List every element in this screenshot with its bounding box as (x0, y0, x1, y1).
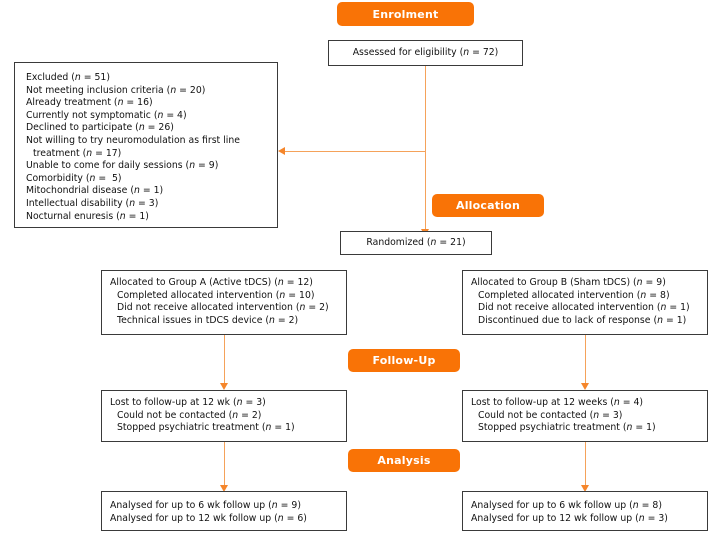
box-assessed-for-eligibility: Assessed for eligibility (n = 72) (328, 40, 523, 66)
allocation-group-a-line: Completed allocated intervention (n = 10… (117, 289, 315, 301)
arrowhead-followup-a (220, 383, 228, 390)
box-analysis-group-b: Analysed for up to 6 wk follow up (n = 8… (462, 491, 708, 531)
allocation-group-a-line: Technical issues in tDCS device (n = 2) (117, 314, 299, 326)
followup-group-b-line: Lost to follow-up at 12 weeks (n = 4) (471, 397, 644, 408)
followup-group-a-line: Lost to follow-up at 12 wk (n = 3) (110, 397, 266, 408)
allocation-group-b-line: Completed allocated intervention (n = 8) (478, 289, 670, 301)
box-analysis-group-a: Analysed for up to 6 wk follow up (n = 9… (101, 491, 347, 531)
stage-banner-followup-label: Follow-Up (372, 354, 436, 367)
analysis-group-b-line: Analysed for up to 6 wk follow up (n = 8… (471, 500, 662, 511)
stage-banner-allocation-label: Allocation (456, 199, 520, 212)
excluded-reason-list: Not meeting inclusion criteria (n = 20) … (26, 85, 266, 224)
box-followup-group-b: Lost to follow-up at 12 weeks (n = 4) Co… (462, 390, 708, 442)
allocation-group-b-line: Allocated to Group B (Sham tDCS) (n = 9) (471, 277, 666, 288)
connector-followup-b-to-analysis-b (585, 442, 586, 487)
excluded-reason-item: Unable to come for daily sessions (n = 9… (26, 160, 219, 172)
box-allocation-group-a: Allocated to Group A (Active tDCS) (n = … (101, 270, 347, 335)
allocation-group-a-line: Did not receive allocated intervention (… (117, 302, 329, 314)
stage-banner-allocation: Allocation (432, 194, 544, 217)
excluded-reason-item: Not willing to try neuromodulation as fi… (26, 134, 243, 159)
excluded-reason-item: Nocturnal enuresis (n = 1) (26, 210, 149, 222)
allocation-group-b-line: Did not receive allocated intervention (… (478, 302, 690, 314)
box-allocation-group-b: Allocated to Group B (Sham tDCS) (n = 9)… (462, 270, 708, 335)
followup-group-b-line: Could not be contacted (n = 3) (478, 409, 623, 421)
stage-banner-analysis-label: Analysis (377, 454, 431, 467)
followup-group-a-line: Stopped psychiatric treatment (n = 1) (117, 422, 295, 434)
arrowhead-to-excluded (278, 147, 285, 155)
stage-banner-analysis: Analysis (348, 449, 460, 472)
followup-group-b-line: Stopped psychiatric treatment (n = 1) (478, 422, 656, 434)
connector-assessed-to-randomized (425, 66, 426, 231)
assessed-text: Assessed for eligibility (n = 72) (352, 46, 499, 58)
followup-group-a-line: Could not be contacted (n = 2) (117, 409, 262, 421)
randomized-text: Randomized (n = 21) (366, 236, 466, 248)
allocation-group-a-line: Allocated to Group A (Active tDCS) (n = … (110, 277, 313, 288)
stage-banner-followup: Follow-Up (348, 349, 460, 372)
excluded-reason-item: Comorbidity (n = 5) (26, 172, 122, 184)
connector-alloc-b-to-followup-b (585, 335, 586, 385)
stage-banner-enrolment: Enrolment (337, 2, 474, 26)
connector-to-excluded (285, 151, 425, 152)
arrowhead-analysis-a (220, 485, 228, 492)
excluded-reason-item: Intellectual disability (n = 3) (26, 197, 159, 209)
excluded-reason-item: Already treatment (n = 16) (26, 97, 153, 109)
analysis-group-a-line: Analysed for up to 12 wk follow up (n = … (110, 512, 307, 524)
arrowhead-analysis-b (581, 485, 589, 492)
excluded-reason-item: Declined to participate (n = 26) (26, 122, 174, 134)
analysis-group-a-line: Analysed for up to 6 wk follow up (n = 9… (110, 500, 301, 511)
excluded-heading: Excluded (n = 51) (26, 72, 110, 83)
allocation-group-b-line: Discontinued due to lack of response (n … (478, 314, 687, 326)
box-followup-group-a: Lost to follow-up at 12 wk (n = 3) Could… (101, 390, 347, 442)
excluded-reason-item: Mitochondrial disease (n = 1) (26, 185, 164, 197)
excluded-reason-item: Not meeting inclusion criteria (n = 20) (26, 84, 206, 96)
arrowhead-followup-b (581, 383, 589, 390)
box-randomized: Randomized (n = 21) (340, 231, 492, 255)
box-excluded: Excluded (n = 51) Not meeting inclusion … (14, 62, 278, 228)
excluded-reason-item: Currently not symptomatic (n = 4) (26, 109, 187, 121)
connector-followup-a-to-analysis-a (224, 442, 225, 487)
stage-banner-enrolment-label: Enrolment (372, 7, 439, 21)
analysis-group-b-line: Analysed for up to 12 wk follow up (n = … (471, 512, 668, 524)
connector-alloc-a-to-followup-a (224, 335, 225, 385)
